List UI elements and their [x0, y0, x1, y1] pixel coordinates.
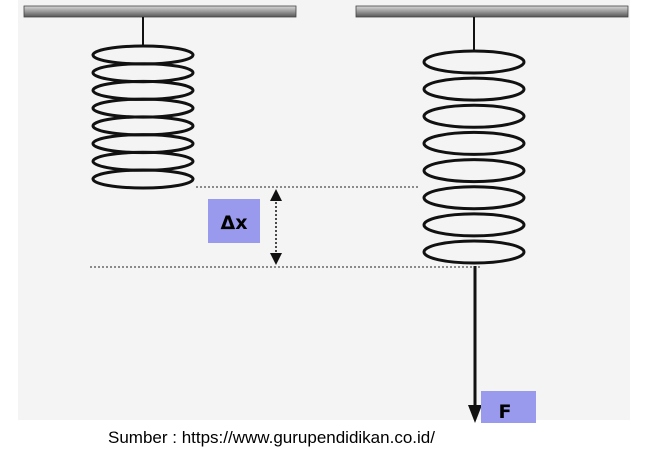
spring-coil — [422, 130, 526, 156]
displacement-label-box — [208, 199, 260, 243]
spring-coil — [422, 212, 526, 238]
stretched-spring — [422, 49, 526, 265]
spring-coil — [91, 168, 195, 190]
spring-coil — [422, 239, 526, 265]
right-ceiling — [355, 5, 629, 18]
spring-coil — [422, 185, 526, 211]
spring-coil — [422, 49, 526, 75]
spring-coil — [422, 76, 526, 102]
relaxed-spring — [91, 44, 195, 190]
force-label-box — [481, 391, 536, 423]
diagram-background — [18, 0, 630, 420]
arrow-down-icon — [468, 266, 482, 423]
left-ceiling — [23, 5, 297, 18]
force-label: F — [499, 401, 512, 423]
spring-coil — [422, 158, 526, 184]
source-caption: Sumber : https://www.gurupendidikan.co.i… — [108, 428, 435, 447]
double-arrow-vertical-icon — [270, 189, 282, 265]
spring-coil — [422, 103, 526, 129]
displacement-label: Δx — [221, 212, 248, 234]
